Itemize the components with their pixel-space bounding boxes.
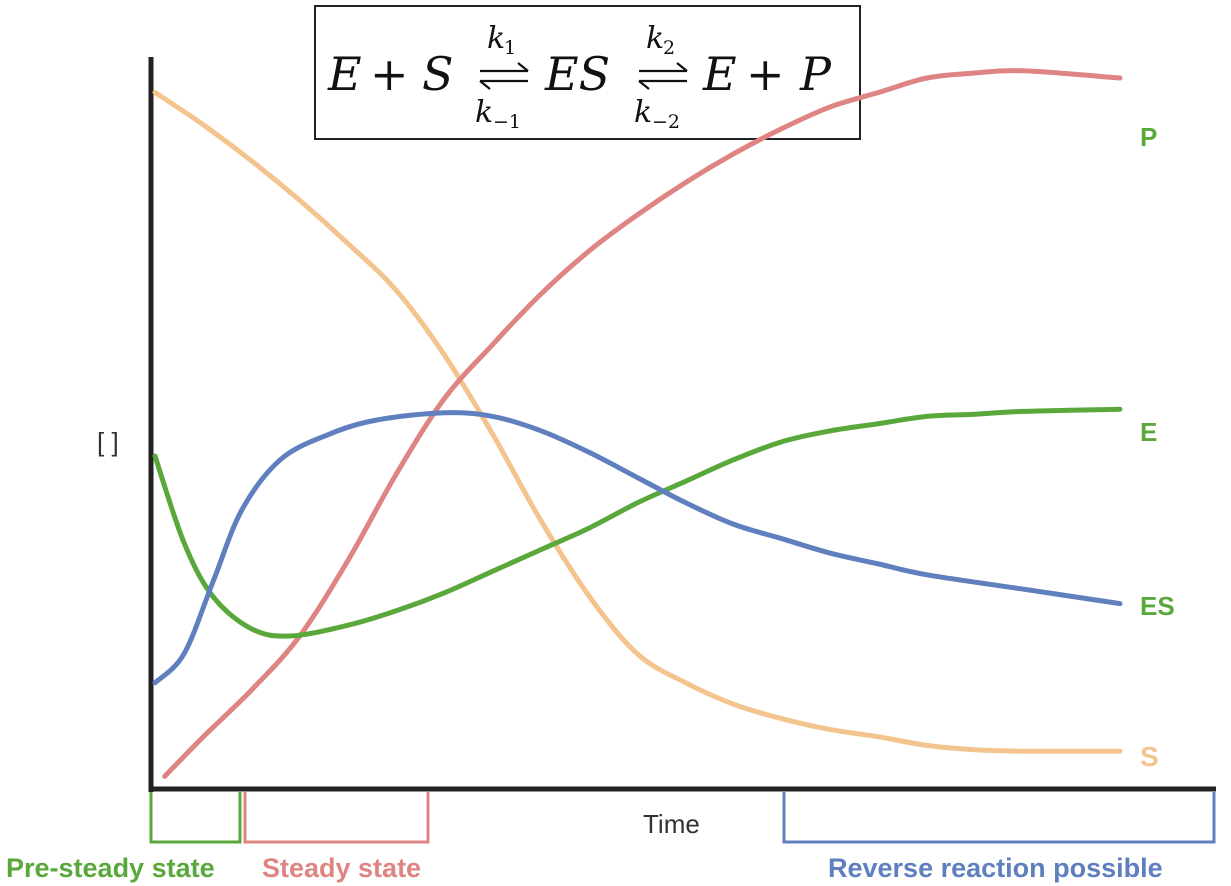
y-axis-label: [ ] — [97, 427, 119, 457]
phase-bracket-steady — [243, 792, 430, 844]
rate-k-minus2-sub: −2 — [652, 111, 680, 133]
series-es-line — [152, 410, 1123, 686]
equation-left-e: E — [327, 47, 362, 101]
phase-label-reverse: Reverse reaction possible — [828, 853, 1163, 883]
equilibrium-arrows-2: k 2 k −2 — [634, 21, 688, 133]
axes: [ ] Time — [97, 57, 1216, 839]
series-e-line — [152, 406, 1123, 639]
series-layer — [152, 68, 1123, 779]
x-axis-label: Time — [643, 809, 700, 839]
phase-label-steady: Steady state — [262, 853, 421, 883]
rate-k-minus2: k — [634, 95, 652, 130]
phase-bracket-pre-steady — [149, 792, 242, 844]
series-label-p: P — [1140, 122, 1157, 152]
rate-k2-sub: 2 — [663, 37, 675, 59]
rate-k1: k — [487, 21, 505, 56]
phase-bracket-reverse — [782, 792, 1216, 844]
equation-plus-2: + — [746, 47, 785, 101]
phase-brackets: Pre-steady state Steady state Reverse re… — [6, 792, 1216, 883]
equation-left-s: S — [422, 47, 454, 101]
equation-right-p: P — [799, 47, 832, 101]
phase-label-pre-steady: Pre-steady state — [6, 853, 215, 883]
rate-k1-sub: 1 — [504, 37, 516, 59]
equation-box: E + S k 1 k −1 ES k 2 k −2 E + P — [314, 5, 861, 140]
series-label-s: S — [1140, 741, 1159, 772]
series-label-e: E — [1140, 417, 1157, 447]
series-label-es: ES — [1140, 591, 1175, 621]
equation-right-e: E — [702, 47, 737, 101]
series-p-line — [162, 68, 1123, 779]
equation-plus-1: + — [370, 47, 409, 101]
equation-middle-es: ES — [544, 47, 610, 101]
series-s-line — [152, 89, 1123, 754]
series-labels: P E ES S — [1140, 122, 1175, 772]
rate-k-minus1-sub: −1 — [493, 111, 521, 133]
rate-k2: k — [646, 21, 664, 56]
equilibrium-arrows-1: k 1 k −1 — [475, 21, 529, 133]
rate-k-minus1: k — [475, 95, 493, 130]
